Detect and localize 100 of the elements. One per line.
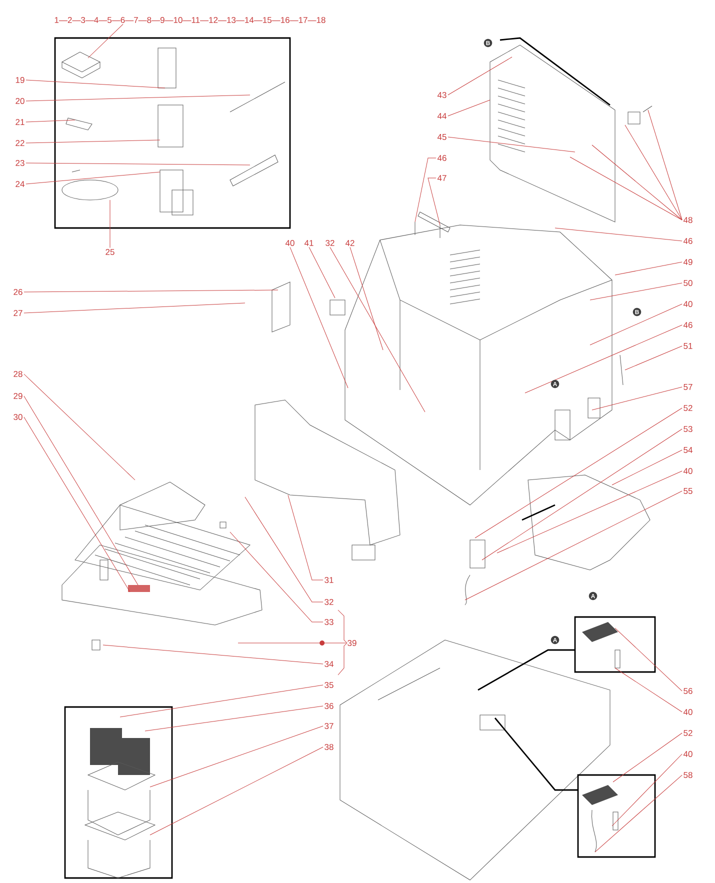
leader-line <box>592 144 682 220</box>
leader-line <box>482 428 682 560</box>
callout-number: 33 <box>324 619 334 625</box>
callout-number: 26 <box>14 289 22 295</box>
leader-line <box>26 94 250 102</box>
leader-line <box>648 110 682 220</box>
callout-number: 57 <box>684 384 692 390</box>
callout-number: 55 <box>684 488 692 494</box>
leader-line <box>24 374 136 480</box>
leader-line <box>590 304 682 346</box>
callout-number: 40 <box>683 751 692 758</box>
callout-number: 39 <box>348 640 356 646</box>
callout-number: 42 <box>345 240 354 246</box>
leader-line <box>614 628 682 692</box>
callout-row: 1—2—3—4—5—6—7—8—9—10—11—12—13—14—15—16—17—18 <box>54 17 326 23</box>
leader-line <box>26 140 160 144</box>
leader-line <box>290 246 348 388</box>
leader-line <box>448 100 490 116</box>
callout-number: 40 <box>683 468 692 474</box>
leader-line <box>570 156 682 220</box>
callout-number: 38 <box>324 744 334 750</box>
leader-line <box>150 726 324 788</box>
callout-number: 25 <box>106 249 114 255</box>
callout-number: 29 <box>14 393 22 399</box>
leader-line <box>448 56 512 96</box>
callout-number: 28 <box>14 371 22 377</box>
leader-line <box>448 136 576 152</box>
leader-line <box>102 644 324 664</box>
callout-number: 46 <box>683 238 692 244</box>
callout-number: 46 <box>437 155 446 161</box>
callout-number: 37 <box>324 723 334 730</box>
leader-line <box>88 24 124 58</box>
leader-line <box>144 706 324 732</box>
callout-number: 35 <box>324 682 334 688</box>
callout-number: 56 <box>684 688 692 694</box>
leader-line <box>496 470 682 554</box>
leader-line <box>474 408 682 538</box>
leader-line <box>612 732 682 782</box>
callout-number: 40 <box>683 709 692 715</box>
callout-number: 52 <box>684 405 692 411</box>
leader-line <box>524 324 682 394</box>
callout-number: 22 <box>16 140 24 146</box>
callout-number: 50 <box>684 280 692 286</box>
leader-line <box>238 640 346 646</box>
leader-line <box>330 246 426 412</box>
leader-line <box>288 494 324 580</box>
callout-number: 51 <box>684 343 692 349</box>
leader-line <box>350 246 384 350</box>
leader-line <box>464 490 682 600</box>
leader-line <box>26 162 250 166</box>
callout-number: 58 <box>684 772 692 778</box>
leader-line <box>612 450 682 486</box>
leader-line <box>614 668 682 712</box>
callout-number: 34 <box>324 661 334 667</box>
callout-number: 31 <box>324 577 334 583</box>
leader-line <box>624 346 682 370</box>
callout-number: 27 <box>14 310 22 316</box>
leader-line <box>244 496 324 602</box>
leader-line <box>26 172 160 184</box>
leader-line <box>624 124 682 220</box>
leader-line <box>230 532 324 622</box>
leader-line <box>428 178 440 226</box>
callout-number: 30 <box>14 414 22 420</box>
leader-line <box>414 158 436 222</box>
callout-number: 47 <box>437 175 446 181</box>
callout-number: 21 <box>16 119 24 125</box>
leader-line <box>594 774 682 852</box>
callout-number: 23 <box>16 160 24 166</box>
leader-line <box>150 746 324 836</box>
leader-line <box>612 754 682 826</box>
leader-line <box>24 396 138 586</box>
callout-number: 19 <box>16 77 24 83</box>
leader-line <box>26 120 76 122</box>
callout-number: 36 <box>324 703 334 710</box>
leader-line <box>592 386 682 410</box>
callout-number: 32 <box>326 240 334 246</box>
leader-line <box>24 416 130 592</box>
callout-number: 48 <box>683 217 692 223</box>
callout-number: 40 <box>285 240 294 246</box>
callout-number: 24 <box>16 181 24 187</box>
leader-line <box>120 684 324 718</box>
leader-line <box>26 80 166 88</box>
callout-number: 52 <box>684 730 692 736</box>
callout-number: 32 <box>324 599 334 605</box>
callout-number: 45 <box>437 134 446 140</box>
callout-number: 49 <box>683 259 692 265</box>
callout-number: 53 <box>684 426 692 432</box>
leader-line <box>590 282 682 300</box>
callout-number: 43 <box>437 92 446 98</box>
callout-number: 40 <box>683 301 692 307</box>
leader-line <box>614 262 682 276</box>
leader-line <box>24 302 246 314</box>
leader-line <box>554 228 682 242</box>
callout-number: 41 <box>304 240 314 246</box>
leader-line <box>308 246 336 298</box>
leader-line <box>24 290 278 292</box>
callout-number: 20 <box>16 98 24 104</box>
callout-number: 54 <box>684 447 692 453</box>
callout-number: 46 <box>683 322 692 328</box>
callout-number: 44 <box>437 113 446 119</box>
